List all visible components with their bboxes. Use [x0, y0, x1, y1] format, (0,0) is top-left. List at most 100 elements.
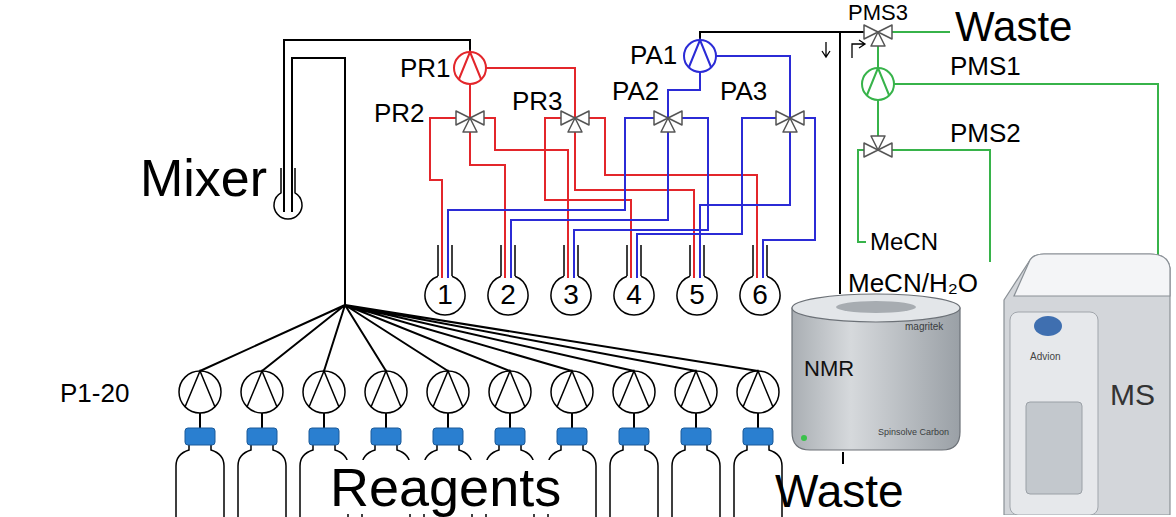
nmr-waste-line — [842, 452, 844, 464]
reagent-bottle — [610, 428, 658, 517]
ms-front-panel — [1010, 312, 1098, 515]
ms-lid — [1014, 254, 1170, 296]
flow-arrow — [852, 40, 865, 58]
reagent-pump — [489, 371, 531, 413]
red-tubing — [430, 68, 757, 278]
node-text: 5 — [676, 274, 718, 316]
node-text: NMR — [804, 358, 854, 380]
nmr-inlet-line — [839, 32, 841, 294]
reagent-bottle — [176, 428, 224, 517]
valve-pa2 — [654, 111, 682, 132]
pump-label: P1-20 — [60, 380, 129, 406]
valve-label: PMS2 — [950, 120, 1021, 146]
reactor-flask: 1 — [424, 274, 466, 316]
node-text: MS — [1110, 380, 1155, 410]
nmr-top — [792, 294, 960, 322]
reactor-flask: 4 — [613, 274, 655, 316]
red-line — [545, 118, 631, 278]
flask-necks — [438, 245, 767, 276]
flow-arrow — [822, 42, 830, 57]
nmr-bore — [836, 301, 916, 313]
blue-line — [511, 132, 668, 278]
pump-circle — [684, 40, 716, 72]
pump-label: PA1 — [630, 42, 677, 68]
reagent-pump — [427, 371, 469, 413]
reagent-pump — [303, 371, 345, 413]
ms-body — [1004, 254, 1170, 515]
valve-label: PA3 — [720, 78, 767, 104]
blue-line — [700, 132, 790, 278]
brand-text: magritek — [905, 322, 943, 332]
ms-inlet — [1034, 316, 1062, 336]
red-line — [589, 118, 757, 278]
blue-tubing — [448, 56, 815, 278]
reagent-bottle — [238, 428, 286, 517]
valve-label: PR3 — [512, 88, 563, 114]
valve-pa3 — [776, 111, 804, 132]
nmr-body — [792, 308, 960, 450]
mixer-flask: Mixer — [136, 146, 311, 226]
valve-pr2 — [456, 111, 484, 132]
pump-label: PMS1 — [950, 53, 1021, 79]
black-tubing — [200, 32, 864, 464]
reagent-pump — [737, 371, 779, 413]
pump-label: PR1 — [400, 55, 451, 81]
blue-line — [668, 72, 700, 118]
ms-plate-holder — [1026, 402, 1082, 494]
pump-pms1 — [862, 68, 894, 100]
green-line — [877, 46, 879, 68]
flask-outline — [274, 168, 302, 219]
green-line — [858, 150, 866, 242]
red-line — [430, 118, 456, 278]
outlet-label: Waste — [775, 468, 904, 514]
red-line — [575, 132, 694, 278]
reagent-pump — [179, 371, 221, 413]
blue-line — [763, 118, 815, 278]
valve-label: PA2 — [612, 78, 659, 104]
solvent-label: MeCN — [870, 230, 938, 254]
reagent-pump — [365, 371, 407, 413]
reagent-manifold-lines — [200, 305, 758, 371]
pump-mark — [689, 40, 711, 67]
valve-label: PR2 — [374, 100, 425, 126]
red-line — [469, 84, 471, 118]
green-line — [892, 31, 950, 33]
pump-mark — [459, 52, 481, 79]
reagent-pump — [241, 371, 283, 413]
valve-pms3 — [864, 25, 892, 46]
outlet-label: Waste — [955, 6, 1072, 48]
green-tubing — [858, 32, 1158, 262]
brand-text: Advion — [1030, 352, 1061, 362]
red-line — [484, 118, 568, 278]
red-line — [470, 132, 505, 278]
pump-circle — [454, 52, 486, 84]
valve-label: PMS3 — [848, 2, 908, 24]
node-text: 3 — [550, 274, 592, 316]
node-text: 1 — [424, 274, 466, 316]
blue-line — [574, 118, 708, 278]
node-text: 4 — [613, 274, 655, 316]
reactor-flask: 2 — [487, 274, 529, 316]
pump-pa1 — [684, 40, 716, 72]
reactor-flask: 3 — [550, 274, 592, 316]
status-led — [801, 435, 807, 441]
blue-line — [716, 56, 790, 118]
reactor-flask: 6 — [739, 274, 781, 316]
pump-circle — [862, 68, 894, 100]
model-text: Spinsolve Carbon — [878, 428, 949, 437]
reagent-pump — [551, 371, 593, 413]
blue-line — [637, 118, 776, 278]
valve-pr3 — [561, 111, 589, 132]
bottle-lines — [200, 413, 758, 428]
solvent-label: MeCN/H₂O — [848, 270, 978, 296]
node-text: 6 — [739, 274, 781, 316]
reagent-bottle — [734, 428, 782, 517]
reagent-pump — [613, 371, 655, 413]
reagents-label: Reagents — [327, 460, 564, 514]
reactor-flask: 5 — [676, 274, 718, 316]
node-text: 2 — [487, 274, 529, 316]
node-text: Mixer — [140, 152, 267, 204]
mixer-inlet-line — [292, 58, 345, 305]
valve-pms2 — [864, 136, 892, 157]
